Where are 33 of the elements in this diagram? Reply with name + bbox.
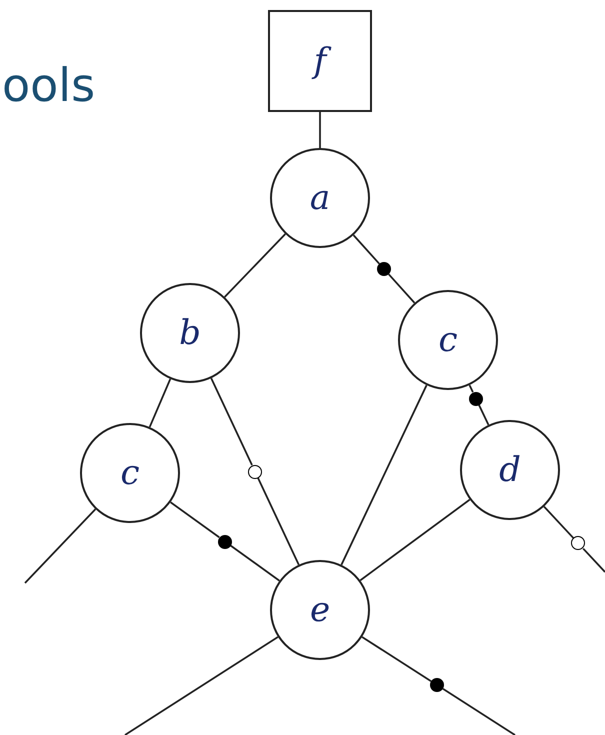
connector-line [230,544,280,582]
connector-line [319,112,321,148]
variable-circle: a [270,148,370,248]
connector-line [468,384,474,393]
variable-circle: e [270,560,370,660]
filled-dot [218,534,232,548]
factor-box: f [268,10,372,112]
filled-dot [377,262,391,276]
variable-circle: c [80,423,180,523]
filled-dot [468,392,483,406]
connector-line [543,506,574,539]
variable-circle: b [140,283,240,383]
filled-dot [430,678,444,692]
connector-line [478,404,490,426]
connector-line [360,498,470,582]
connector-line [257,477,300,566]
variable-circle: c [398,290,498,390]
connector-line [388,274,416,304]
hollow-dot [571,536,586,550]
connector-line [224,233,286,298]
connector-line [582,548,605,573]
connector-line [124,636,278,735]
connector-line [352,234,380,264]
connector-line [170,502,220,538]
hollow-dot [248,464,262,478]
connector-line [340,384,428,566]
connector-line [210,378,253,466]
connector-line [148,378,172,428]
slide-title: ools [2,62,96,108]
connector-line [362,636,432,682]
variable-circle: d [460,420,560,520]
connector-line [442,688,516,735]
connector-line [24,508,96,584]
